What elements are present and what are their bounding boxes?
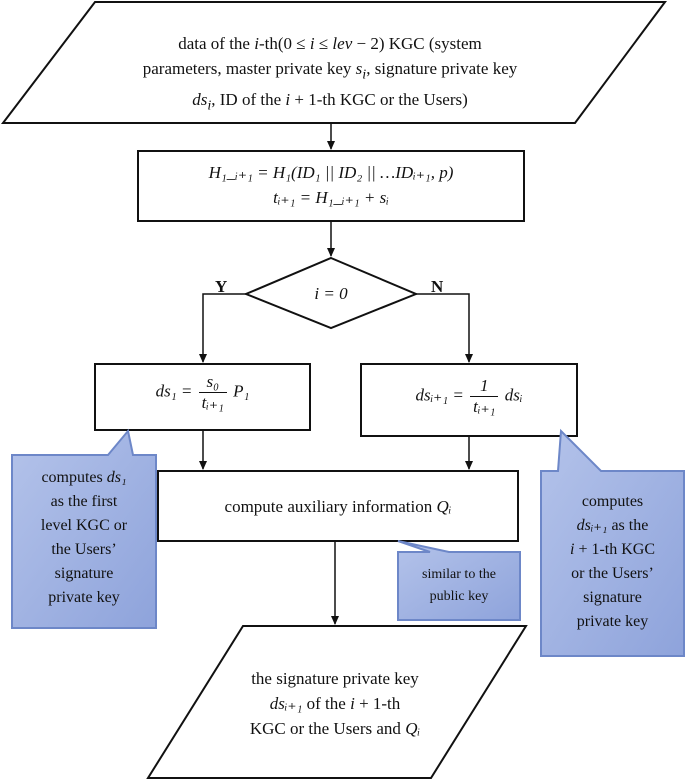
arrow-yes-branch (199, 293, 246, 363)
callout-mid-text: similar to the public key (422, 567, 496, 604)
decision-diamond (243, 256, 419, 330)
yes-label: Y (215, 277, 228, 296)
callout-mid-shape (397, 540, 521, 621)
output-parallelogram (146, 625, 528, 779)
output-line-1: the signature private key (251, 669, 419, 688)
output-line-3: KGC or the Users and Qᵢ (249, 719, 421, 738)
hash-text: H₁_ᵢ₊₁ = H₁(ID₁ || ID₂ || …IDᵢ₊₁, p) tᵢ₊… (140, 160, 522, 210)
input-line-2: parameters, master private key si, signa… (142, 59, 518, 83)
input-text: data of the i-th(0 ≤ i ≤ lev − 2) KGC (s… (60, 31, 600, 119)
callout-left-text: computes ds₁ as the first level KGC or t… (40, 469, 128, 606)
callout-right-shape (540, 428, 685, 657)
arrow-no-branch (416, 293, 473, 363)
output-line-2: dsᵢ₊₁ of the i + 1-th (269, 694, 401, 713)
no-label: N (431, 277, 444, 296)
callout-right-text: computes dsᵢ₊₁ as the i + 1-th KGC or th… (569, 493, 656, 630)
output-text: the signature private key dsᵢ₊₁ of the i… (190, 666, 480, 741)
hash-formula-1: H₁_ᵢ₊₁ = H₁(ID₁ || ID₂ || …IDᵢ₊₁, p) (208, 163, 454, 182)
aux-box (157, 470, 519, 542)
input-line-3: dsi, ID of the i + 1-th KGC or the Users… (192, 90, 468, 114)
input-parallelogram (0, 0, 667, 124)
aux-text: compute auxiliary information Qᵢ (224, 497, 452, 516)
input-line-1: data of the i-th(0 ≤ i ≤ lev − 2) KGC (s… (178, 34, 482, 53)
hash-box (137, 150, 525, 222)
callout-left-shape (11, 428, 157, 629)
decision-label: i = 0 (314, 284, 348, 303)
hash-formula-2: tᵢ₊₁ = H₁_ᵢ₊₁ + sᵢ (273, 188, 389, 207)
left-key-box (94, 363, 311, 431)
